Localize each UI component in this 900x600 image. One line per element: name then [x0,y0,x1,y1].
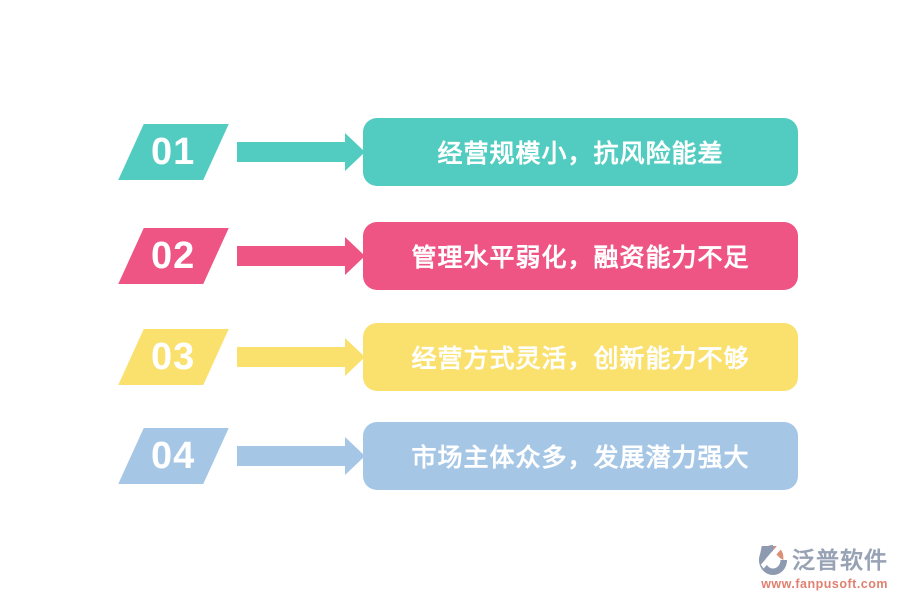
step-number-badge: 03 [118,329,229,385]
step-label: 经营规模小，抗风险能差 [437,140,724,168]
right-arrow-icon [237,237,365,275]
step-label: 管理水平弱化，融资能力不足 [411,244,750,272]
right-arrow-icon [237,133,365,171]
step-number: 01 [151,131,196,173]
fanpu-logo: 泛普软件 www.fanpusoft.com [738,544,888,592]
step-number-badge: 01 [118,124,229,180]
step-label-pill: 经营方式灵活，创新能力不够 [363,323,798,391]
logo-url: www.fanpusoft.com [761,577,888,591]
step-number: 04 [151,435,196,477]
step-label-pill: 经营规模小，抗风险能差 [363,118,798,186]
process-step-1: 01 经营规模小，抗风险能差 [0,116,900,188]
right-arrow-icon [237,338,365,376]
process-step-2: 02 管理水平弱化，融资能力不足 [0,220,900,292]
step-number-badge: 02 [118,228,229,284]
process-step-4: 04 市场主体众多，发展潜力强大 [0,420,900,492]
right-arrow-icon [237,437,365,475]
fanpu-logo-icon [758,544,788,575]
step-label-pill: 市场主体众多，发展潜力强大 [363,422,798,490]
step-number: 02 [151,235,196,277]
process-step-3: 03 经营方式灵活，创新能力不够 [0,321,900,393]
step-label-pill: 管理水平弱化，融资能力不足 [363,222,798,290]
step-label: 市场主体众多，发展潜力强大 [411,444,750,472]
step-number: 03 [151,336,196,378]
step-label: 经营方式灵活，创新能力不够 [411,345,750,373]
logo-name: 泛普软件 [792,547,888,573]
step-number-badge: 04 [118,428,229,484]
